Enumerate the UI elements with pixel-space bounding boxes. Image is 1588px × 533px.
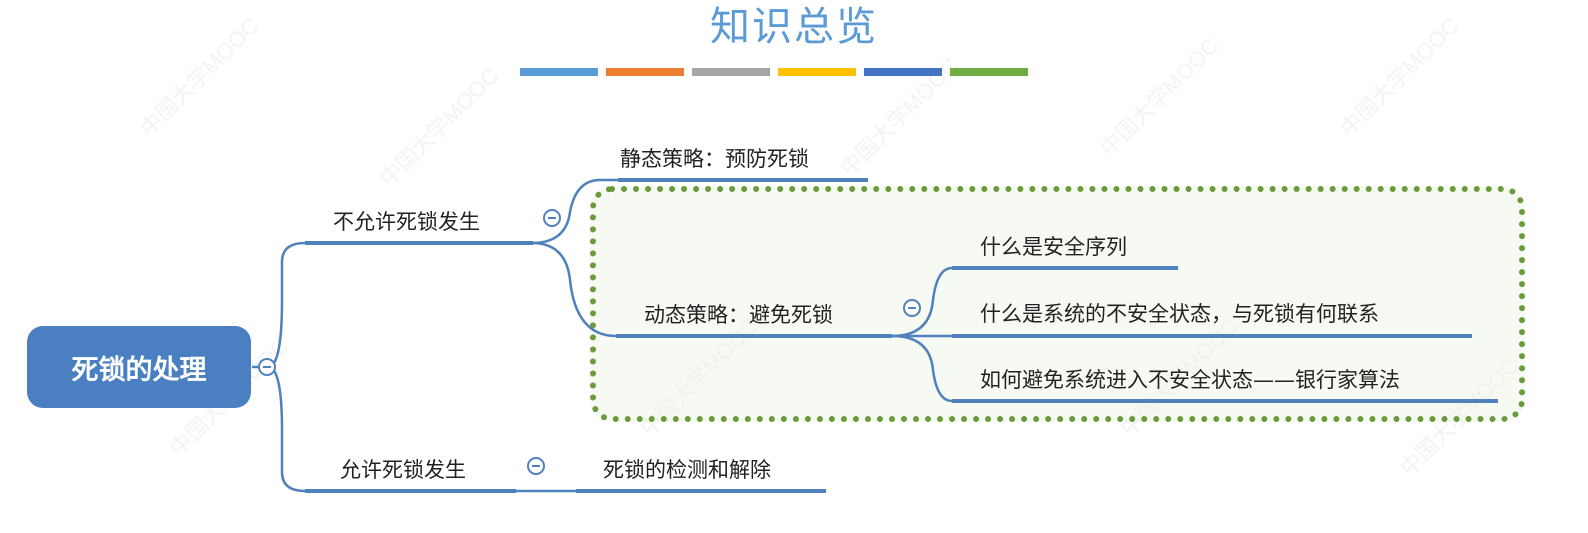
connector-root-to-no-deadlock [267,241,306,369]
dynamic-strategy-underline [616,334,892,338]
connector-root-to-allow [267,365,306,493]
connector-to-child-1 [891,266,953,338]
collapse-no-deadlock-icon[interactable] [543,209,561,227]
unsafe-state-underline [952,334,1472,338]
bankers-algorithm-label[interactable]: 如何避免系统进入不安全状态——银行家算法 [980,368,1400,392]
branch-allow-deadlock-label[interactable]: 允许死锁发生 [340,458,466,482]
branch-no-deadlock-label[interactable]: 不允许死锁发生 [333,210,480,234]
color-bar-4 [778,68,856,76]
branch-no-deadlock-underline [305,241,533,245]
root-label: 死锁的处理 [71,354,207,386]
detection-recovery-label[interactable]: 死锁的检测和解除 [603,458,771,482]
safe-sequence-label[interactable]: 什么是安全序列 [980,235,1127,259]
connector-to-child-3 [891,334,953,403]
color-bar-5 [864,68,942,76]
dynamic-strategy-label[interactable]: 动态策略：避免死锁 [644,303,833,327]
static-strategy-underline [618,178,868,182]
branch-allow-deadlock-underline [305,489,516,493]
safe-sequence-underline [952,266,1178,270]
page-title: 知识总览 [710,4,878,50]
collapse-allow-deadlock-icon[interactable] [527,457,545,475]
color-bar-2 [606,68,684,76]
bankers-algorithm-underline [952,399,1498,403]
color-bar-3 [692,68,770,76]
root-node[interactable]: 死锁的处理 [27,326,251,408]
connector-to-dynamic [531,241,617,338]
detection-recovery-underline [576,489,826,493]
unsafe-state-label[interactable]: 什么是系统的不安全状态，与死锁有何联系 [980,302,1379,326]
connector-to-static [531,178,618,245]
color-bar-1 [520,68,598,76]
static-strategy-label[interactable]: 静态策略：预防死锁 [620,147,809,171]
collapse-dynamic-icon[interactable] [903,299,921,317]
collapse-root-icon[interactable] [258,358,276,376]
color-bar-6 [950,68,1028,76]
dynamic-strategy-highlight-box [590,186,1525,422]
